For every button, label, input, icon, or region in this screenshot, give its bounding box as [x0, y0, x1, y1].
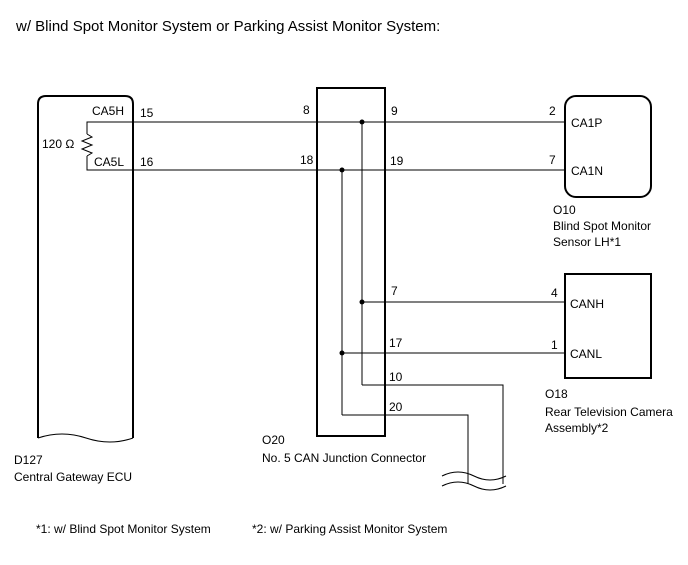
resistor-lead-bottom [86, 156, 133, 171]
rear-camera-box [564, 273, 652, 379]
camera-code: O18 [545, 387, 568, 401]
ecu-code: D127 [14, 453, 43, 467]
ecu-pin-number-16: 16 [140, 155, 154, 169]
camera-pin-label-canl: CANL [570, 347, 602, 361]
ecu-pin-number-15: 15 [140, 106, 154, 120]
ecu-break-line [37, 433, 134, 443]
sensor-name-line2: Sensor LH*1 [553, 235, 621, 249]
splice-dot-high-top [359, 119, 365, 125]
footnote-2: *2: w/ Parking Assist Monitor System [252, 522, 447, 536]
footnote-1: *1: w/ Blind Spot Monitor System [36, 522, 211, 536]
wire-break-top [441, 471, 507, 481]
junction-pin-18: 18 [300, 153, 314, 167]
resistor-lead-top [86, 121, 133, 134]
blind-spot-sensor-box [564, 95, 652, 198]
camera-name-line2: Assembly*2 [545, 421, 609, 435]
ecu-pin-label-ca5h: CA5H [92, 104, 124, 118]
wire-break-bottom [441, 481, 507, 491]
camera-pin-1: 1 [551, 338, 558, 352]
sensor-pin-label-ca1p: CA1P [571, 116, 602, 130]
camera-name-line1: Rear Television Camera [545, 405, 673, 419]
junction-name: No. 5 CAN Junction Connector [262, 451, 426, 465]
camera-pin-4: 4 [551, 286, 558, 300]
wire-pin10-out [362, 384, 504, 484]
sensor-code: O10 [553, 203, 576, 217]
resistor-zigzag [80, 133, 94, 157]
diagram-title: w/ Blind Spot Monitor System or Parking … [15, 18, 440, 35]
junction-connector-box [316, 87, 386, 437]
junction-pin-9: 9 [391, 104, 398, 118]
sensor-pin-7: 7 [549, 153, 556, 167]
junction-pin-20: 20 [389, 400, 403, 414]
sensor-pin-2: 2 [549, 104, 556, 118]
junction-code: O20 [262, 433, 285, 447]
junction-pin-17: 17 [389, 336, 403, 350]
camera-pin-label-canh: CANH [570, 297, 604, 311]
resistor-value: 120 Ω [42, 137, 74, 151]
wire-pin20-out [342, 414, 469, 484]
ecu-pin-label-ca5l: CA5L [94, 155, 124, 169]
junction-pin-19: 19 [390, 154, 404, 168]
junction-pin-8: 8 [303, 103, 310, 117]
splice-dot-low-top [339, 167, 345, 173]
junction-pin-10: 10 [389, 370, 403, 384]
ecu-box [37, 95, 134, 438]
sensor-name-line1: Blind Spot Monitor [553, 219, 651, 233]
ecu-name: Central Gateway ECU [14, 470, 132, 484]
sensor-pin-label-ca1n: CA1N [571, 164, 603, 178]
junction-pin-7: 7 [391, 284, 398, 298]
